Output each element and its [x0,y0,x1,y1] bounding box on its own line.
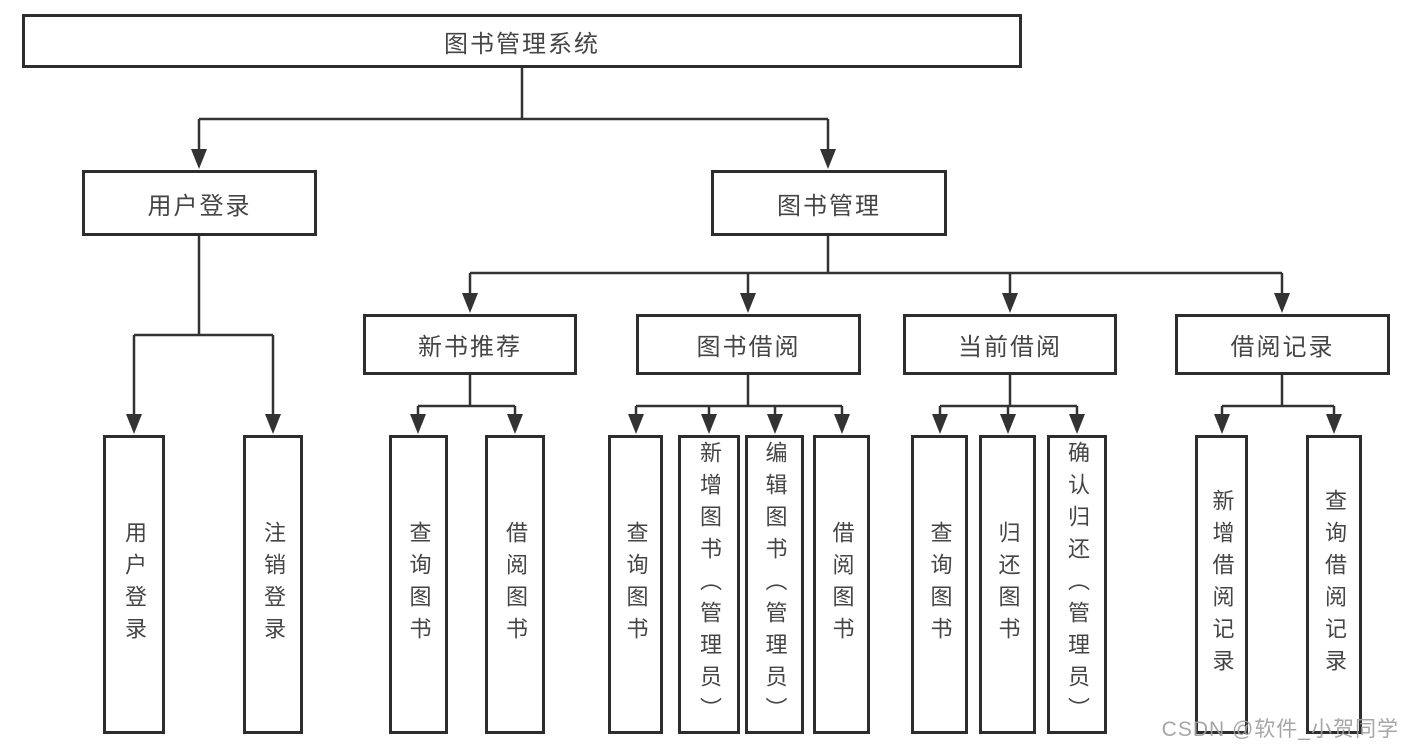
node-new-book-recommend: 新书推荐 [363,314,577,375]
node-book-borrowing: 图书借阅 [636,314,861,375]
node-new-book-recommend-label: 新书推荐 [418,334,522,361]
node-current-borrowing: 当前借阅 [903,314,1117,375]
leaf-logout: 注销登录 [243,435,303,734]
leaf-edit-book-admin-label: 编辑图书（管理员） [762,440,788,729]
leaf-confirm-return-admin: 确认归还（管理员） [1047,435,1107,734]
connector-records-to-leaves [1220,375,1336,417]
leaf-query-books-current-label: 查询图书 [927,520,953,649]
leaf-borrow-books-borrowing: 借阅图书 [813,435,870,734]
leaf-user-login-label: 用户登录 [122,520,147,649]
leaf-query-books-borrowing: 查询图书 [608,435,663,734]
leaf-edit-book-admin: 编辑图书（管理员） [745,435,804,734]
leaf-return-books-label: 归还图书 [995,520,1021,649]
leaf-add-book-admin-label: 新增图书（管理员） [697,440,722,729]
node-user-login: 用户登录 [82,170,317,236]
leaf-return-books: 归还图书 [979,435,1036,734]
connector-current-to-leaves [938,375,1079,417]
leaf-borrow-books-newbooks: 借阅图书 [485,435,545,734]
node-book-management: 图书管理 [711,170,947,236]
connector-bookmgmt-to-level3 [468,236,1284,296]
leaf-borrow-books-borrowing-label: 借阅图书 [829,520,855,649]
node-borrow-records-label: 借阅记录 [1230,334,1335,361]
leaf-add-borrow-record: 新增借阅记录 [1195,435,1248,734]
node-user-login-label: 用户登录 [147,192,252,220]
node-borrow-records: 借阅记录 [1175,314,1390,375]
leaf-query-books-current: 查询图书 [911,435,968,734]
leaf-borrow-books-newbooks-label: 借阅图书 [503,520,528,649]
connector-borrowing-to-leaves [634,375,844,417]
node-book-management-label: 图书管理 [777,192,881,220]
node-root: 图书管理系统 [22,14,1022,68]
connector-newbooks-to-leaves [416,375,517,417]
leaf-add-borrow-record-label: 新增借阅记录 [1209,488,1235,681]
leaf-query-books-newbooks-label: 查询图书 [406,520,432,649]
leaf-query-books-borrowing-label: 查询图书 [623,520,649,649]
leaf-query-borrow-record: 查询借阅记录 [1306,435,1362,734]
leaf-user-login: 用户登录 [103,435,165,734]
connector-userlogin-to-leaves [132,236,275,417]
leaf-query-books-newbooks: 查询图书 [389,435,448,734]
node-current-borrowing-label: 当前借阅 [958,334,1062,361]
node-root-label: 图书管理系统 [444,30,600,58]
leaf-logout-label: 注销登录 [261,520,286,649]
arrowheads [126,149,1342,434]
leaf-add-book-admin: 新增图书（管理员） [678,435,740,734]
leaf-query-borrow-record-label: 查询借阅记录 [1322,488,1347,681]
leaf-confirm-return-admin-label: 确认归还（管理员） [1065,440,1090,729]
node-book-borrowing-label: 图书借阅 [696,334,801,361]
connector-root-to-level2 [197,68,830,152]
